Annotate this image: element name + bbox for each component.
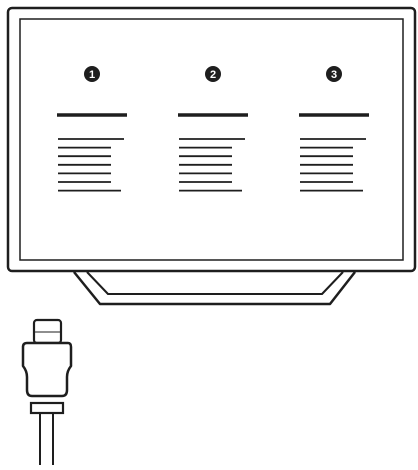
column-3: 3	[299, 66, 369, 192]
number-badge-icon	[205, 66, 221, 82]
column-group: 1 2 3	[57, 66, 369, 192]
connector-body	[21, 341, 73, 398]
column-2: 2	[178, 66, 248, 192]
number-badge-icon	[326, 66, 342, 82]
column-1: 1	[57, 66, 127, 192]
tv-stand-icon	[73, 271, 356, 306]
number-badge-icon	[84, 66, 100, 82]
number-label: 3	[331, 69, 337, 81]
number-label: 2	[210, 69, 216, 81]
hdmi-cable-icon	[21, 318, 73, 465]
connector-collar	[29, 401, 65, 415]
number-label: 1	[89, 69, 95, 81]
